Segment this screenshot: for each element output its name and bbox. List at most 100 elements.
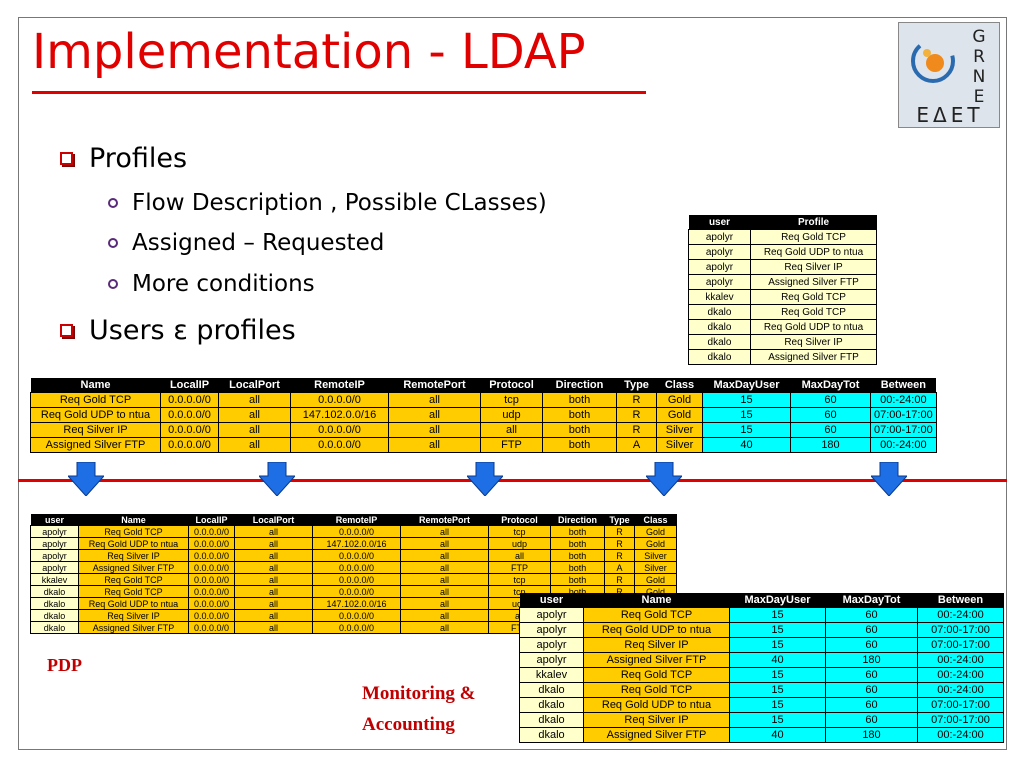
table-cell: 00:-24:00 [917, 652, 1004, 668]
header-remoteport: RemotePort [388, 378, 481, 393]
table-cell: apolyr [688, 259, 751, 275]
table-cell: 60 [825, 682, 918, 698]
table-cell: 0.0.0.0/0 [188, 585, 235, 598]
separator-line [18, 479, 1007, 482]
table-cell: all [234, 573, 313, 586]
table-cell: 07:00-17:00 [870, 407, 937, 423]
table-cell: 00:-24:00 [917, 607, 1004, 623]
table-cell: all [218, 392, 291, 408]
table-cell: Req Silver IP [750, 334, 877, 350]
table-cell: 0.0.0.0/0 [160, 437, 219, 453]
table-cell: tcp [488, 573, 551, 586]
table-cell: Gold [656, 407, 703, 423]
table-cell: 15 [702, 422, 791, 438]
table-cell: all [234, 585, 313, 598]
table-cell: 07:00-17:00 [917, 637, 1004, 653]
header-user: user [519, 593, 584, 608]
table-cell: 07:00-17:00 [870, 422, 937, 438]
table-cell: all [400, 561, 489, 574]
table-cell: apolyr [688, 274, 751, 290]
table-cell: tcp [488, 525, 551, 538]
table-cell: 00:-24:00 [870, 437, 937, 453]
table-cell: 15 [729, 622, 826, 638]
table-cell: 00:-24:00 [917, 727, 1004, 743]
table-cell: A [604, 561, 635, 574]
table-cell: all [234, 549, 313, 562]
table-cell: 15 [729, 637, 826, 653]
table-cell: 0.0.0.0/0 [188, 609, 235, 622]
table-cell: both [550, 561, 605, 574]
table-cell: 0.0.0.0/0 [290, 422, 389, 438]
header-user: user [688, 215, 751, 230]
grnet-logo: G R N E ΕΔΕΤ [898, 22, 1000, 128]
table-cell: Assigned Silver FTP [750, 349, 877, 365]
table-cell: apolyr [30, 537, 79, 550]
table-cell: kkalev [30, 573, 79, 586]
table-cell: dkalo [519, 712, 584, 728]
table-cell: FTP [488, 561, 551, 574]
table-cell: apolyr [30, 561, 79, 574]
table-cell: 180 [825, 652, 918, 668]
table-cell: Assigned Silver FTP [78, 561, 189, 574]
table-cell: 0.0.0.0/0 [312, 585, 401, 598]
square-bullet-icon [60, 324, 73, 337]
table-cell: 0.0.0.0/0 [188, 549, 235, 562]
table-cell: Req Silver IP [30, 422, 161, 438]
table-cell: 60 [790, 392, 871, 408]
table-cell: dkalo [688, 319, 751, 335]
table-cell: 60 [825, 667, 918, 683]
table-cell: Assigned Silver FTP [30, 437, 161, 453]
header-maxdayuser: MaxDayUser [702, 378, 791, 393]
table-cell: Req Gold TCP [30, 392, 161, 408]
table-cell: Req Gold UDP to ntua [750, 244, 877, 260]
table-cell: 40 [729, 727, 826, 743]
circle-bullet-icon [108, 198, 118, 208]
table-cell: 180 [790, 437, 871, 453]
table-cell: 15 [702, 407, 791, 423]
table-cell: Req Gold TCP [750, 289, 877, 305]
table-cell: 0.0.0.0/0 [188, 537, 235, 550]
header-localport: LocalPort [234, 514, 313, 526]
table-cell: dkalo [688, 334, 751, 350]
table-cell: 60 [825, 637, 918, 653]
table-cell: 0.0.0.0/0 [188, 597, 235, 610]
table-cell: 15 [729, 712, 826, 728]
pdp-label: PDP [47, 655, 82, 675]
header-user: user [30, 514, 79, 526]
table-cell: all [400, 597, 489, 610]
table-cell: both [550, 549, 605, 562]
table-cell: R [604, 525, 635, 538]
circle-bullet-icon [108, 238, 118, 248]
header-class: Class [634, 514, 677, 526]
table-cell: all [218, 407, 291, 423]
header-localport: LocalPort [218, 378, 291, 393]
header-maxdaytot: MaxDayTot [790, 378, 871, 393]
table-cell: all [400, 585, 489, 598]
table-cell: both [550, 537, 605, 550]
table-cell: R [604, 537, 635, 550]
logo-swirl-icon [911, 39, 955, 83]
table-cell: Gold [656, 392, 703, 408]
table-cell: Gold [634, 525, 677, 538]
table-cell: apolyr [519, 637, 584, 653]
table-cell: dkalo [30, 621, 79, 634]
table-cell: Assigned Silver FTP [750, 274, 877, 290]
table-cell: 0.0.0.0/0 [188, 621, 235, 634]
logo-vertical-letters: G R N E [972, 27, 986, 107]
table-cell: R [604, 549, 635, 562]
